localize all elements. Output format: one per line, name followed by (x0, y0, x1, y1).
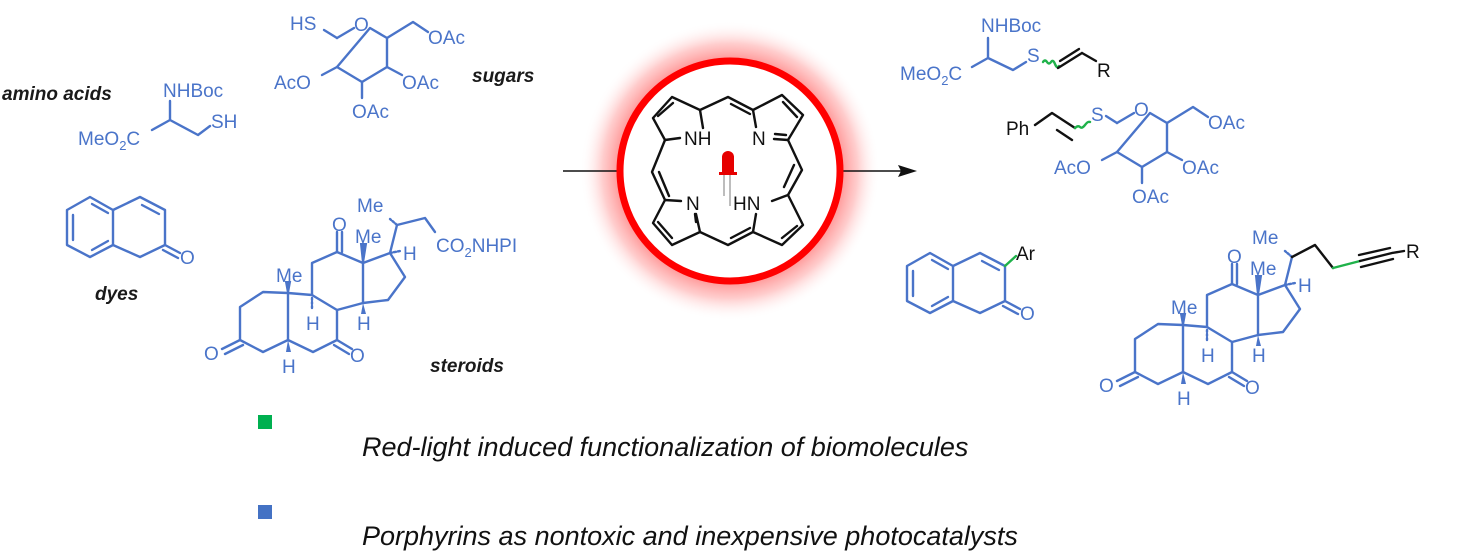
ph-label: Ph (1006, 119, 1029, 140)
steroid-h-c14: H (357, 314, 371, 335)
oac-c3-product: OAc (1132, 187, 1169, 208)
nhboc-label: NHBoc (163, 81, 223, 102)
steroid-ketone-o3: O (204, 344, 219, 365)
vinyl-thioglycoside-product: O OAc AcO OAc OAc Ph S (1006, 100, 1245, 208)
n-label-top: N (752, 129, 766, 150)
meo2c-label-product: MeO2C (900, 64, 962, 88)
aco-c2-product: AcO (1054, 158, 1091, 179)
steroid-h-c9: H (306, 314, 320, 335)
porphyrin-catalyst: NH N N HN (650, 93, 805, 247)
bullet-green-square (258, 415, 272, 429)
category-dyes: dyes (95, 284, 138, 305)
product-steroid-h-c9: H (1201, 346, 1215, 367)
oac-c6: OAc (428, 28, 465, 49)
sh-label: SH (211, 112, 237, 133)
ketone-oxygen-product: O (1020, 304, 1035, 325)
thiosugar-substrate: O OAc AcO OAc OAc HS (274, 14, 465, 123)
steroid-me-c20: Me (357, 196, 383, 217)
ring-oxygen-product: O (1134, 100, 1149, 121)
co2nhpi-label: CO2NHPI (436, 236, 517, 260)
product-steroid-h-c14: H (1252, 346, 1266, 367)
nh-label: NH (684, 129, 711, 150)
product-steroid-me-c20: Me (1252, 228, 1278, 249)
product-steroid-me-c13: Me (1250, 259, 1276, 280)
red-led-icon (719, 151, 737, 206)
bullet-text-porphyrins: Porphyrins as nontoxic and inexpensive p… (362, 521, 1018, 551)
aco-c2: AcO (274, 73, 311, 94)
ring-oxygen: O (354, 15, 369, 36)
s-label-glycoside: S (1091, 105, 1104, 126)
s-label-product: S (1027, 46, 1040, 67)
oac-c4-product: OAc (1182, 158, 1219, 179)
steroid-ketone-o7: O (350, 346, 365, 367)
category-steroids: steroids (430, 356, 504, 377)
naphthalenone-substrate: O (65, 195, 195, 269)
ketone-oxygen: O (180, 248, 195, 269)
r-label-alkene: R (1097, 61, 1111, 82)
hn-label: HN (733, 194, 760, 215)
hs-label: HS (290, 14, 316, 35)
n-label-bottom: N (686, 194, 700, 215)
r-label-alkyne: R (1406, 242, 1420, 263)
arrow-head-icon (898, 165, 917, 177)
product-steroid-ketone-o3: O (1099, 376, 1114, 397)
oac-c6-product: OAc (1208, 113, 1245, 134)
alkynylated-steroid-product: O O O Me Me H H H H Me R (1099, 228, 1420, 410)
nhboc-label-product: NHBoc (981, 16, 1041, 37)
category-amino-acids: amino acids (2, 84, 112, 105)
cysteine-substrate: NHBoc MeO2C SH (78, 81, 237, 153)
steroid-h-c17: H (403, 244, 417, 265)
category-sugars: sugars (472, 66, 534, 87)
product-steroid-h-c5: H (1177, 389, 1191, 410)
product-steroid-me-c10: Me (1171, 298, 1197, 319)
bullet-text-red-light: Red-light induced functionalization of b… (362, 432, 969, 462)
vinyl-sulfide-cysteine-product: NHBoc MeO2C S R (900, 16, 1111, 88)
ar-label: Ar (1016, 244, 1036, 265)
oac-c3: OAc (352, 102, 389, 123)
steroid-me-c13: Me (355, 227, 381, 248)
oac-c4: OAc (402, 73, 439, 94)
bullet-blue-square (258, 505, 272, 519)
meo2c-label: MeO2C (78, 129, 140, 153)
product-steroid-ketone-o12: O (1227, 247, 1242, 268)
steroid-substrate: O O O Me Me H H H H Me CO2NHPI (204, 196, 517, 378)
steroid-h-c5: H (282, 357, 296, 378)
product-steroid-h-c17: H (1298, 276, 1312, 297)
steroid-me-c10: Me (276, 266, 302, 287)
product-steroid-ketone-o7: O (1245, 378, 1260, 399)
arylated-naphthalenone-product: O Ar (905, 244, 1036, 325)
steroid-ketone-o12: O (332, 215, 347, 236)
